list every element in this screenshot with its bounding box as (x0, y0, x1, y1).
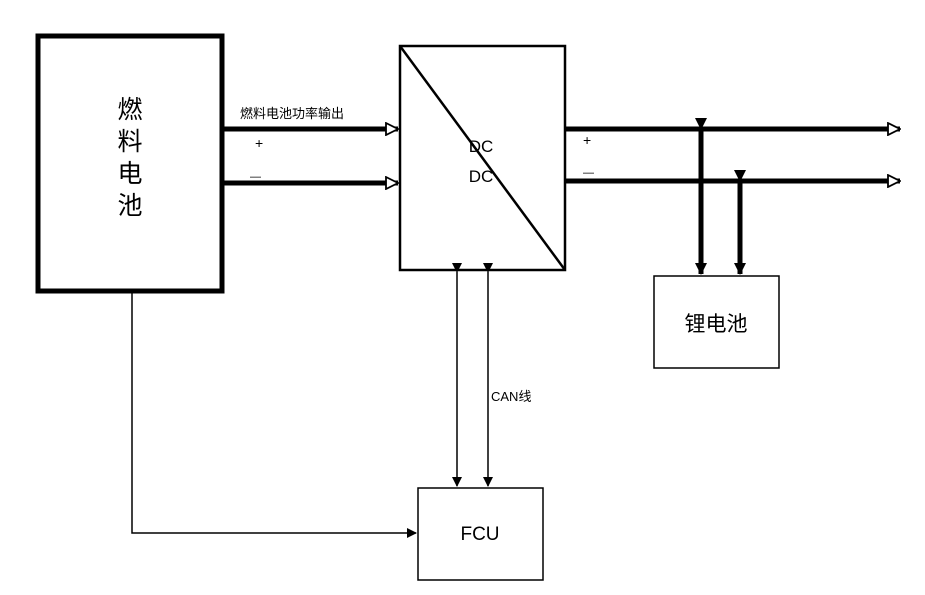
lithium-battery-block: 锂电池 (654, 276, 779, 368)
fcu-block: FCU (418, 488, 543, 580)
output-plus-sign: + (583, 132, 591, 148)
fuel-cell-block: 燃 料 电 池 (38, 36, 222, 291)
dcdc-label-top: DC (469, 137, 494, 156)
fuel-cell-label-char-1: 燃 (117, 95, 142, 124)
input-plus-sign: + (255, 135, 263, 151)
lithium-battery-label: 锂电池 (685, 312, 748, 336)
output-minus-sign: — (583, 167, 594, 179)
fuel-cell-label-char-2: 料 (117, 127, 142, 156)
fuel-cell-label-char-4: 池 (117, 191, 142, 220)
fcu-label: FCU (460, 524, 499, 545)
fuel-cell-power-lines: 燃料电池功率输出 + — (222, 106, 398, 183)
dcdc-converter-block: DC DC (400, 46, 565, 270)
battery-connections (701, 129, 740, 274)
fuel-cell-fcu-line (132, 291, 416, 533)
output-bus-lines: + — (565, 129, 900, 181)
can-bus-lines: CAN线 (457, 272, 531, 486)
fuel-cell-output-label: 燃料电池功率输出 (240, 106, 344, 122)
input-minus-sign: — (250, 171, 261, 183)
fuel-cell-label-char-3: 电 (117, 159, 142, 188)
fuel-cell-to-fcu-signal (132, 291, 416, 533)
can-bus-label: CAN线 (491, 389, 531, 404)
dcdc-label-bottom: DC (469, 167, 494, 186)
